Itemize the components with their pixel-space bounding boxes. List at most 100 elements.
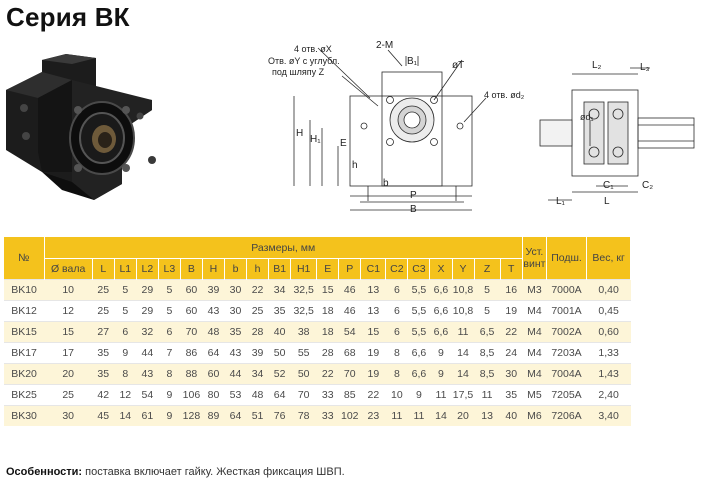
table-cell: 9 bbox=[407, 384, 430, 406]
label-c1: C₁ bbox=[603, 180, 614, 191]
table-cell: 33 bbox=[316, 405, 339, 426]
table-cell: 3,40 bbox=[586, 405, 631, 426]
label-l1: L₁ bbox=[556, 196, 565, 207]
table-cell: 78 bbox=[290, 405, 317, 426]
col-header: C1 bbox=[360, 258, 387, 280]
table-cell: 6,6 bbox=[429, 279, 452, 301]
table-cell: 5 bbox=[474, 300, 501, 322]
table-cell: 70 bbox=[290, 384, 317, 406]
table-cell: 68 bbox=[338, 342, 361, 364]
table-cell: BK12 bbox=[4, 300, 45, 322]
table-cell: 43 bbox=[202, 300, 225, 322]
table-cell: 11 bbox=[452, 321, 475, 343]
table-cell: 16 bbox=[500, 279, 523, 301]
label-t: øT bbox=[452, 60, 465, 71]
label-holes-y: Отв. øY с углубл. bbox=[268, 56, 340, 66]
table-cell: 64 bbox=[202, 342, 225, 364]
table-cell: 5 bbox=[158, 300, 181, 322]
table-cell: M3 bbox=[522, 279, 547, 301]
table-cell: 32 bbox=[136, 321, 159, 343]
table-cell: 8,5 bbox=[474, 363, 501, 385]
table-cell: 22 bbox=[500, 321, 523, 343]
col-header: C2 bbox=[385, 258, 409, 280]
label-h1: H₁ bbox=[310, 134, 321, 145]
table-cell: 13 bbox=[474, 405, 501, 426]
col-header: Y bbox=[452, 258, 475, 280]
table-cell: 54 bbox=[338, 321, 361, 343]
table-cell: M4 bbox=[522, 342, 547, 364]
spec-table: № Размеры, мм Уст. винт Подш. Вес, кг Ø … bbox=[4, 237, 668, 426]
col-header: H bbox=[202, 258, 226, 280]
features-label: Особенности: bbox=[6, 466, 83, 478]
table-cell: 17,5 bbox=[452, 384, 475, 406]
front-view-drawing bbox=[293, 47, 487, 211]
table-cell: 8 bbox=[385, 363, 408, 385]
table-cell: 43 bbox=[136, 363, 159, 385]
table-cell: 5 bbox=[114, 279, 137, 301]
table-cell: 7203A bbox=[546, 342, 587, 364]
table-cell: 20 bbox=[452, 405, 475, 426]
table-cell: 35 bbox=[92, 363, 115, 385]
table-cell: 50 bbox=[268, 342, 291, 364]
table-cell: 5,5 bbox=[407, 279, 430, 301]
table-cell: 27 bbox=[92, 321, 115, 343]
table-cell: 80 bbox=[202, 384, 225, 406]
table-cell: 5 bbox=[158, 279, 181, 301]
label-l3: L₃ bbox=[640, 62, 650, 73]
table-cell: 1,43 bbox=[586, 363, 631, 385]
table-cell: 7004A bbox=[546, 363, 587, 385]
table-cell: 14 bbox=[114, 405, 137, 426]
table-cell: 60 bbox=[180, 279, 203, 301]
table-cell: 55 bbox=[290, 342, 317, 364]
table-cell: 29 bbox=[136, 279, 159, 301]
table-cell: 64 bbox=[268, 384, 291, 406]
table-cell: 88 bbox=[180, 363, 203, 385]
table-cell: 45 bbox=[92, 405, 115, 426]
table-cell: 61 bbox=[136, 405, 159, 426]
table-cell: 30 bbox=[500, 363, 523, 385]
label-l: L bbox=[604, 196, 610, 207]
table-cell: 40 bbox=[500, 405, 523, 426]
label-b-small: b bbox=[383, 178, 389, 189]
group-header-dimensions: Размеры, мм bbox=[44, 237, 523, 259]
table-cell: 29 bbox=[136, 300, 159, 322]
table-cell: 25 bbox=[246, 300, 269, 322]
table-cell: 39 bbox=[246, 342, 269, 364]
col-header: X bbox=[429, 258, 453, 280]
table-cell: 32,5 bbox=[290, 279, 317, 301]
table-cell: 35 bbox=[268, 300, 291, 322]
table-cell: 6,5 bbox=[474, 321, 501, 343]
table-cell: 2,40 bbox=[586, 384, 631, 406]
col-header: P bbox=[338, 258, 362, 280]
table-cell: 51 bbox=[246, 405, 269, 426]
col-header: B1 bbox=[268, 258, 292, 280]
table-cell: 12 bbox=[44, 300, 93, 322]
table-cell: 30 bbox=[224, 300, 247, 322]
table-cell: 7206A bbox=[546, 405, 587, 426]
table-cell: 128 bbox=[180, 405, 203, 426]
table-cell: 14 bbox=[429, 405, 452, 426]
table-cell: 38 bbox=[290, 321, 317, 343]
table-cell: 0,60 bbox=[586, 321, 631, 343]
table-cell: 10 bbox=[385, 384, 408, 406]
table-cell: 11 bbox=[429, 384, 452, 406]
label-e: E bbox=[340, 138, 347, 149]
col-header: L3 bbox=[158, 258, 181, 280]
table-cell: 43 bbox=[224, 342, 247, 364]
label-h-small: h bbox=[352, 160, 358, 171]
table-cell: 13 bbox=[360, 300, 386, 322]
table-cell: 0,40 bbox=[586, 279, 631, 301]
features-text: поставка включает гайку. Жесткая фиксаци… bbox=[82, 466, 345, 478]
table-cell: 6,6 bbox=[429, 300, 452, 322]
table-cell: 6 bbox=[158, 321, 181, 343]
table-cell: 11 bbox=[407, 405, 430, 426]
table-cell: 30 bbox=[44, 405, 93, 426]
table-cell: 18 bbox=[316, 300, 339, 322]
table-cell: 6,6 bbox=[407, 342, 430, 364]
table-cell: 70 bbox=[180, 321, 203, 343]
